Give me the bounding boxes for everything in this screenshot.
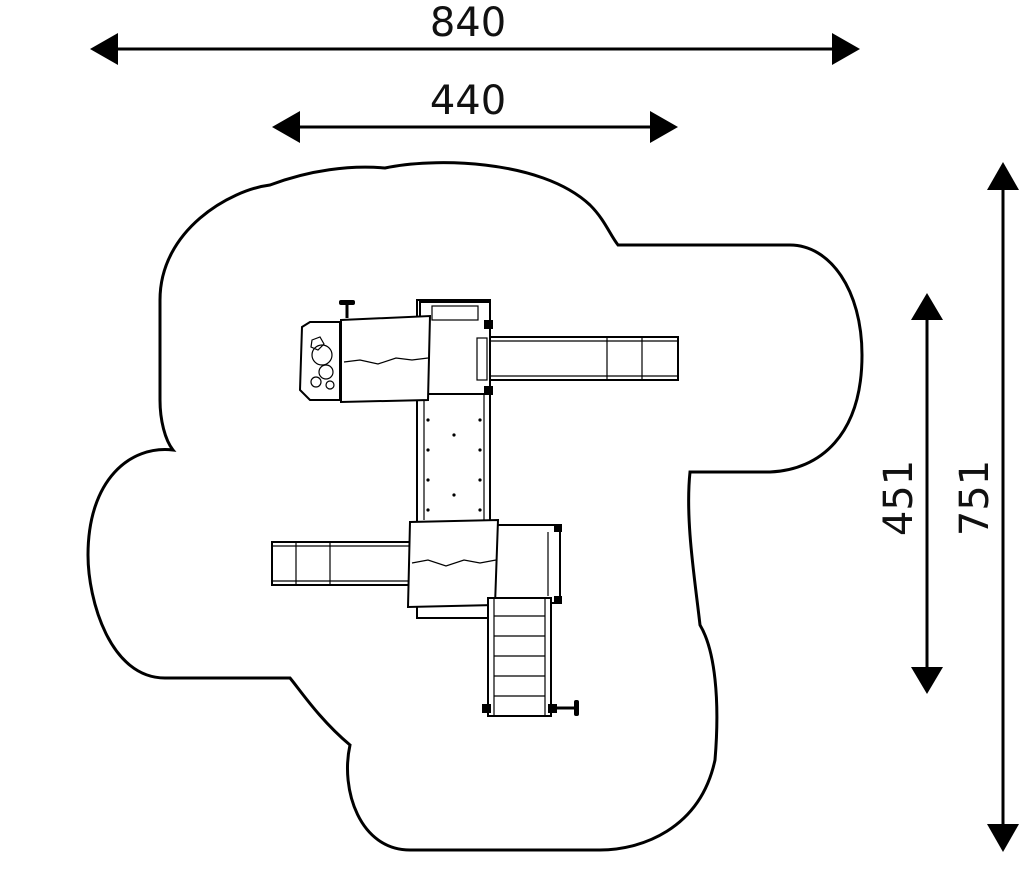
roof-panel-lower (406, 518, 500, 609)
ladder-steps (482, 597, 557, 717)
overall-depth-dimension: 751 (952, 162, 1019, 852)
inner-width-label: 440 (430, 78, 506, 124)
overall-depth-label: 751 (952, 460, 998, 536)
slide-right (489, 336, 679, 381)
inner-depth-label: 451 (876, 460, 922, 536)
platform-lower (489, 524, 562, 604)
handle-bottom (557, 700, 579, 716)
safety-area-outline (86, 161, 864, 852)
walkway-rivets (426, 418, 482, 512)
overall-width-dimension: 840 (90, 0, 860, 65)
handle-top (339, 300, 355, 318)
roof-panel-upper (340, 314, 432, 404)
overall-width-label: 840 (430, 0, 506, 46)
slide-left (271, 541, 413, 586)
inner-width-dimension: 440 (272, 78, 678, 143)
inner-depth-dimension: 451 (876, 293, 943, 694)
activity-panel-left (298, 321, 341, 401)
playground-structure (271, 299, 679, 717)
